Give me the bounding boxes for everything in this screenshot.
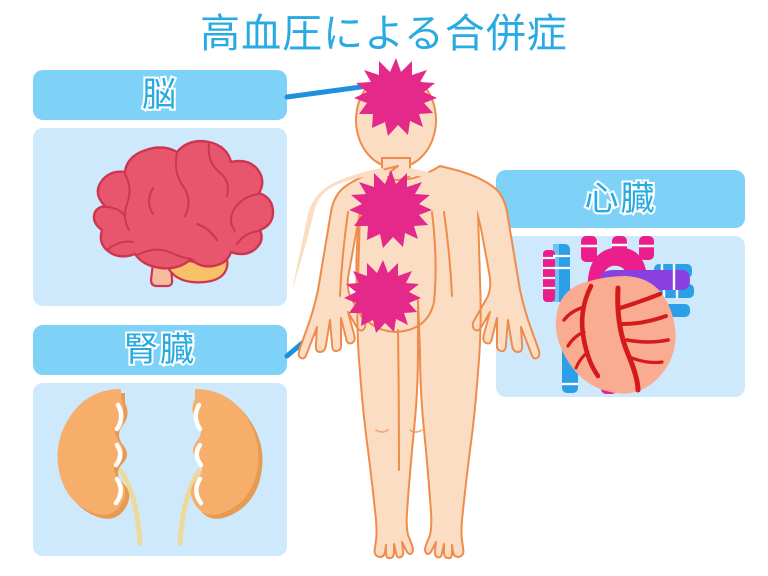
panel-kidney-label: 腎臓 <box>122 330 196 370</box>
abdomen-marker[interactable] <box>344 260 421 333</box>
connector-heart <box>395 193 499 206</box>
panel-kidney: 腎臓 <box>33 325 287 556</box>
panel-heart-label: 心臓 <box>583 179 657 219</box>
panel-brain: 脳 <box>33 70 287 306</box>
panel-brain-label: 脳 <box>140 75 178 115</box>
kidney-illustration <box>57 389 263 546</box>
heart-illustration <box>543 236 694 394</box>
panel-heart: 心臓 <box>496 170 745 397</box>
panel-kidney-body <box>33 383 287 556</box>
head-marker[interactable] <box>354 58 437 136</box>
panel-kidney-header: 腎臓 <box>33 325 287 375</box>
brain-illustration <box>92 139 275 288</box>
page-title: 高血圧による合併症 <box>200 11 568 57</box>
panel-brain-body <box>33 128 287 306</box>
panel-brain-header: 脳 <box>33 70 287 120</box>
connector-brain <box>284 81 386 100</box>
panel-heart-header: 心臓 <box>496 170 745 228</box>
panel-heart-body <box>496 236 745 397</box>
chest-marker[interactable] <box>349 170 432 248</box>
connector-kidney <box>284 280 376 359</box>
